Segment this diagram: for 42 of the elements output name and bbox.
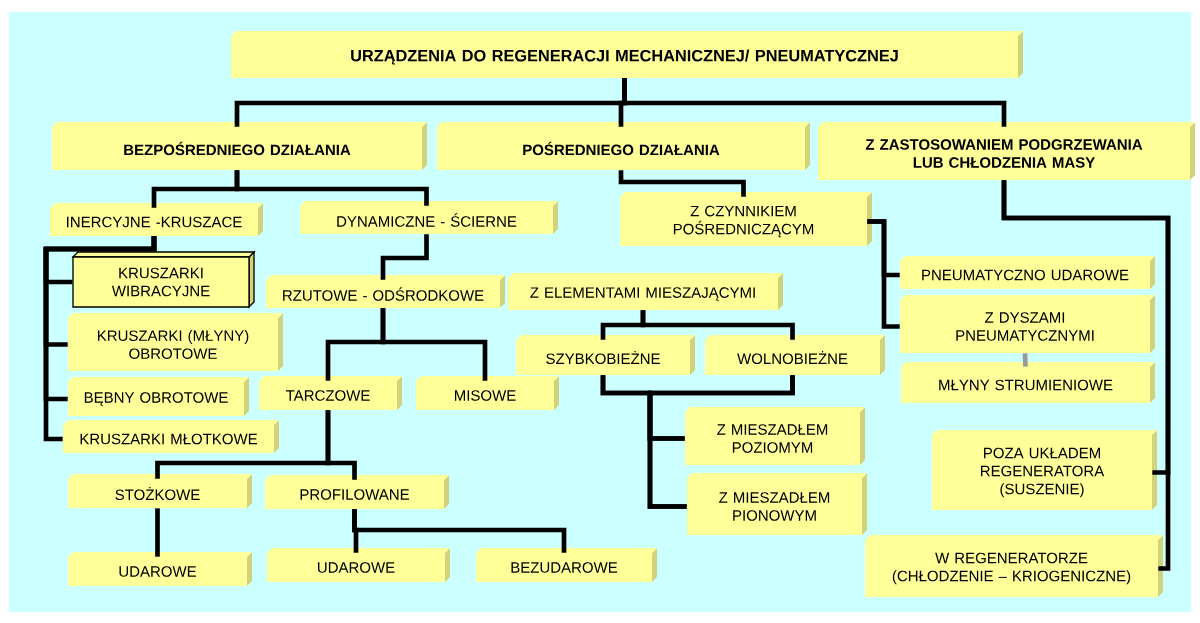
connector-line — [352, 509, 567, 553]
category-box: Z MIESZADŁEM PIONOWYM — [687, 473, 867, 535]
connector-line — [867, 219, 900, 329]
category-box: WOLNOBIEŻNE — [705, 335, 885, 375]
category-box: Z ELEMENTAMI MIESZAJĄCYMI — [508, 273, 783, 310]
connector-line — [380, 308, 488, 381]
heading-box: URZĄDZENIA DO REGENERACJI MECHANICZNEJ/ PNEUMATYCZNEJ — [231, 31, 1023, 78]
category-box: Z MIESZADŁEM POZIOMYM — [685, 407, 865, 465]
category-box: STOŻKOWE — [68, 474, 252, 508]
connector-line — [1001, 180, 1171, 571]
connector-line — [622, 78, 1007, 127]
connector-line — [380, 234, 429, 280]
category-box: RZUTOWE - ODŚRODKOWE — [266, 275, 505, 308]
category-box: UDAROWE — [68, 552, 252, 586]
connector-line — [1022, 353, 1028, 367]
category-box: INERCYJNE -KRUSZACE — [50, 203, 263, 236]
category-box: SZYBKOBIEŻNE — [516, 335, 695, 375]
category-box: PNEUMATYCZNO UDAROWE — [900, 256, 1155, 289]
category-box: MŁYNY STRUMIENIOWE — [901, 362, 1155, 403]
category-box: Z DYSZAMI PNEUMATYCZNYMI — [900, 295, 1155, 353]
category-box: BEZPOŚREDNIEGO DZIAŁANIA — [52, 122, 427, 170]
connector-line — [618, 170, 746, 197]
category-box: BEZUDAROWE — [476, 548, 657, 582]
category-box: MISOWE — [416, 376, 559, 410]
category-box: KRUSZARKI MŁOTKOWE — [63, 420, 279, 453]
category-box: DYNAMICZNE - ŚCIERNE — [300, 201, 558, 234]
category-box: POZA UKŁADEM REGENERATORA (SUSZENIE) — [932, 430, 1157, 510]
connector-line — [43, 236, 157, 442]
category-box: W REGENERATORZE (CHŁODZENIE – KRIOGENICZNE) — [865, 535, 1163, 597]
category-box: TARCZOWE — [259, 376, 402, 410]
connector-line — [234, 170, 429, 206]
category-box: KRUSZARKI (MŁYNY) OBROTOWE — [68, 313, 283, 371]
connector-line — [640, 310, 795, 340]
category-box: Z ZASTOSOWANIEM PODGRZEWANIA LUB CHŁODZENIA MASY — [818, 122, 1195, 180]
connector-line — [325, 410, 357, 480]
category-box: BĘBNY OBROTOWE — [68, 377, 249, 416]
category-box: Z CZYNNIKIEM POŚREDNICZĄCYM — [620, 192, 872, 246]
category-box: UDAROWE — [267, 548, 450, 582]
category-box: POŚREDNIEGO DZIAŁANIA — [437, 122, 810, 170]
category-box: PROFILOWANE — [265, 475, 449, 509]
connector-line — [155, 508, 160, 557]
connector-line — [647, 375, 795, 509]
